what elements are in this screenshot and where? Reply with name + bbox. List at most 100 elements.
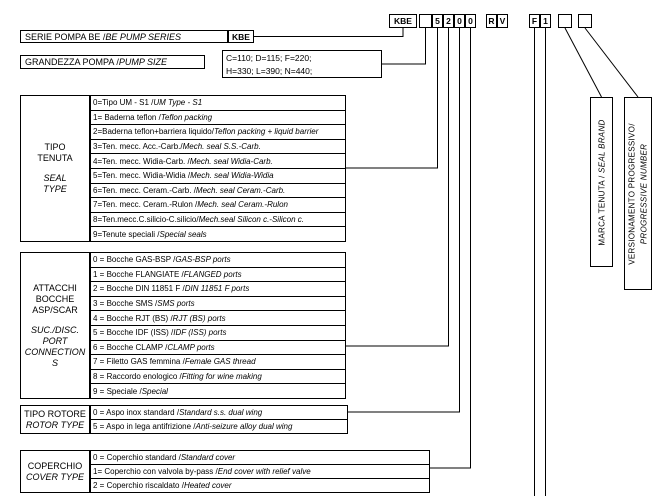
option-en: Mech. seal S.S.-Carb. [182,142,261,152]
option-it: 8=Ten.mecc.C.silicio-C.silicio/ [93,215,199,225]
option-it: 1 = Bocche FLANGIATE / [93,269,184,279]
option-it: 3 = Bocche SMS / [93,299,158,309]
option-en: Special [141,386,168,396]
rotor-type-label-en: ROTOR TYPE [25,419,85,430]
option-it: 0 = Bocche GAS-BSP / [93,255,176,265]
pump-size-label-en: PUMP SIZE [118,57,168,67]
seal-option-8: 8=Ten.mecc.C.silicio-C.silicio/Mech.seal… [91,211,345,227]
option-it: 7 = Filetto GAS femmina / [93,357,185,367]
progressive-number-box: VERSIONAMENTO PROGRESSIVO/ PROGRESSIVE N… [624,97,652,290]
series-label-en: BE PUMP SERIES [105,31,182,42]
code-box-v: V [497,14,508,28]
cover-type-label: COPERCHIO COVER TYPE [20,450,90,493]
series-label-it: SERIE POMPA BE / [25,31,106,42]
port-connections-label: ATTACCHI BOCCHE ASP/SCAR SUC./DISC. PORT… [20,252,90,399]
option-en: Mech.seal Silicon c.-Silicon c. [198,215,304,225]
code-box-seal-brand [558,14,572,28]
series-value-box: KBE [228,30,254,43]
port-option-4: 4 = Bocche RJT (BS) / RJT (BS) ports [91,310,345,325]
port-option-5: 5 = Bocche IDF (ISS) / IDF (ISS) ports [91,324,345,340]
code-box-port-connections: 2 [443,14,454,28]
seal-type-options: 0=Tipo UM - S1 / UM Type - S1 1= Baderna… [90,95,346,242]
seal-option-7: 7=Ten. mecc. Ceram.-Rulon / Mech. seal C… [91,197,345,212]
port-option-1: 1 = Bocche FLANGIATE / FLANGED ports [91,266,345,282]
cover-type-options: 0 = Coperchio standard / Standard cover … [90,450,430,493]
code-box-pump-size [419,14,432,28]
port-connections-label-it: ATTACCHI BOCCHE ASP/SCAR [32,282,78,315]
seal-option-4: 4=Ten. mecc. Widia-Carb. / Mech. seal Wi… [91,153,345,168]
cover-option-2: 2 = Coperchio riscaldato / Heated cover [91,478,429,492]
option-en: SMS ports [157,299,195,309]
seal-brand-box: MARCA TENUTA / SEAL BRAND [590,97,613,267]
option-it: 7=Ten. mecc. Ceram.-Rulon / [93,200,198,210]
option-en: Mech. seal Widia-Widia [190,171,274,181]
option-it: 4 = Bocche RJT (BS) / [93,313,173,323]
option-en: Mech. seal Widia-Carb. [189,156,273,166]
seal-brand-it: MARCA TENUTA / [596,172,606,246]
code-box-seal-type: 5 [432,14,443,28]
option-en: CLAMP ports [167,342,215,352]
port-option-9: 9 = Speciale / Special [91,383,345,398]
option-en: Special seals [159,229,207,239]
option-en: Standard s.s. dual wing [179,408,263,417]
option-en: IDF (ISS) ports [173,328,227,338]
option-en: Mech. seal Ceram.-Carb. [195,185,286,195]
option-en: Heated cover [183,481,232,490]
option-it: 6 = Bocche CLAMP / [93,342,168,352]
series-label: SERIE POMPA BE / BE PUMP SERIES [20,30,228,43]
option-it: 3=Ten. mecc. Acc.-Carb./ [93,142,183,152]
option-it: 9=Tenute speciali / [93,229,160,239]
option-en: End cover with relief valve [217,467,311,476]
code-box-r: R [486,14,497,28]
rotor-option-5: 5 = Aspo in lega antifrizione / Anti-sei… [91,419,347,433]
option-it: 0 = Aspo inox standard / [93,408,180,417]
rotor-type-options: 0 = Aspo inox standard / Standard s.s. d… [90,405,348,434]
pump-size-label: GRANDEZZA POMPA / PUMP SIZE [20,55,205,69]
rotor-type-label: TIPO ROTORE ROTOR TYPE [20,405,90,434]
cover-type-label-it: COPERCHIO [27,460,83,471]
port-option-7: 7 = Filetto GAS femmina / Female GAS thr… [91,354,345,369]
pump-size-options-box: C=110; D=115; F=220; H=330; L=390; N=440… [222,50,382,78]
code-box-cover-type: 0 [465,14,476,28]
option-it: 9 = Speciale / [93,386,142,396]
port-connections-options: 0 = Bocche GAS-BSP / GAS-BSP ports 1 = B… [90,252,346,399]
option-en: Teflon packing + liquid barrier [213,127,319,137]
code-box-series: KBE [389,14,417,28]
option-en: Female GAS thread [184,357,256,367]
port-option-8: 8 = Raccordo enologico / Fitting for win… [91,368,345,384]
seal-brand-en: SEAL BRAND [596,118,606,173]
port-option-2: 2 = Bocche DIN 11851 F / DIN 11851 F por… [91,281,345,296]
option-en: Fitting for wine making [181,372,262,382]
cover-type-label-en: COVER TYPE [25,471,84,482]
option-en: Anti-seizure alloy dual wing [195,422,293,431]
port-option-6: 6 = Bocche CLAMP / CLAMP ports [91,339,345,355]
progressive-number-text: VERSIONAMENTO PROGRESSIVO/ PROGRESSIVE N… [625,98,651,289]
option-it: 8 = Raccordo enologico / [93,372,182,382]
option-en: UM Type - S1 [153,98,203,108]
pump-size-label-it: GRANDEZZA POMPA / [25,57,119,67]
option-it: 5 = Aspo in lega antifrizione / [93,422,196,431]
seal-option-5: 5=Ten. mecc. Widia-Widia / Mech. seal Wi… [91,167,345,183]
seal-option-3: 3=Ten. mecc. Acc.-Carb./ Mech. seal S.S.… [91,138,345,154]
option-it: 1= Coperchio con valvola by-pass / [93,467,218,476]
progressive-number-en: PROGRESSIVE NUMBER [639,143,648,244]
option-it: 1= Baderna teflon / [93,112,161,122]
option-it: 4=Ten. mecc. Widia-Carb. / [93,156,190,166]
code-box-1: 1 [540,14,551,28]
option-it: 2 = Coperchio riscaldato / [93,481,184,490]
rotor-type-label-it: TIPO ROTORE [24,408,86,419]
port-connections-label-en: SUC./DISC. PORT CONNECTION S [24,324,86,368]
seal-option-9: 9=Tenute speciali / Special seals [91,226,345,241]
option-it: 0=Tipo UM - S1 / [93,98,154,108]
progressive-number-it: VERSIONAMENTO PROGRESSIVO/ [627,122,636,265]
option-en: Standard cover [180,453,236,462]
seal-option-0: 0=Tipo UM - S1 / UM Type - S1 [91,96,345,110]
seal-option-6: 6=Ten. mecc. Ceram.-Carb. / Mech. seal C… [91,182,345,198]
option-en: RJT (BS) ports [172,313,226,323]
port-option-3: 3 = Bocche SMS / SMS ports [91,295,345,311]
seal-type-label-en: SEAL TYPE [43,173,67,194]
code-box-f: F [529,14,540,28]
option-en: Mech. seal Ceram.-Rulon [197,200,288,210]
rotor-option-0: 0 = Aspo inox standard / Standard s.s. d… [91,406,347,419]
seal-option-1: 1= Baderna teflon / Teflon packing [91,109,345,125]
